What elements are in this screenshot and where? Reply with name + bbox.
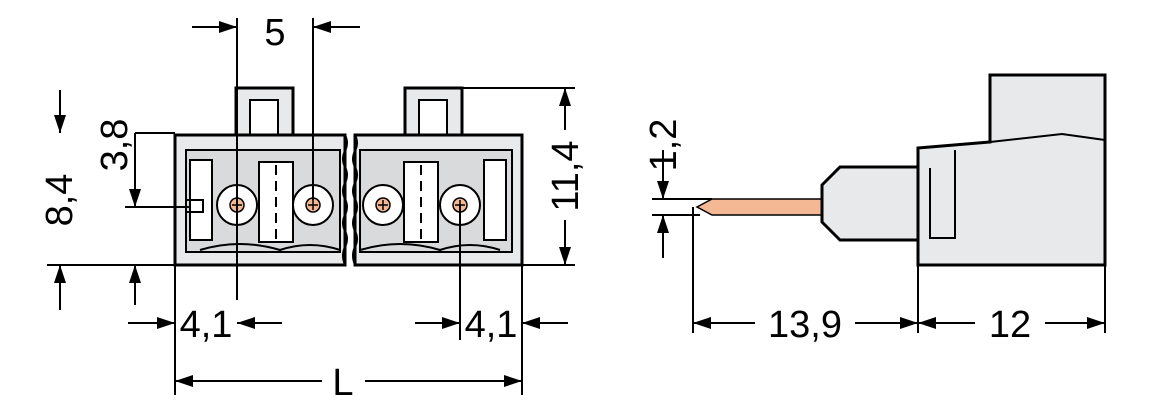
dim-3-8: 3,8	[94, 119, 136, 172]
dim-pin-thickness: 1,2	[643, 119, 685, 172]
dim-length: L	[332, 362, 353, 404]
break-line-left	[342, 134, 348, 266]
side-view	[695, 73, 1107, 267]
left-tab-slot	[249, 99, 279, 139]
side-dimensions: 1,2 13,9 12	[643, 119, 1106, 346]
side-housing	[916, 73, 1107, 267]
latch-notch	[186, 199, 204, 213]
solder-pin	[695, 198, 831, 216]
dim-11-4: 11,4	[545, 140, 587, 211]
dim-pitch: 5	[264, 12, 285, 54]
dim-pin-length: 13,9	[768, 304, 842, 346]
right-separator	[403, 161, 439, 243]
dim-body-depth: 12	[989, 304, 1031, 346]
pitch-arrow-left	[219, 21, 237, 33]
housing-step	[989, 132, 1106, 143]
dim-offset-left: 4,1	[180, 304, 233, 346]
right-tab-slot	[418, 99, 448, 139]
right-latch	[483, 159, 507, 241]
dim-offset-right: 4,1	[465, 304, 518, 346]
front-dimensions: 5 8,4 3,8 11,4 4,1	[39, 12, 587, 404]
front-view	[173, 86, 524, 267]
housing-detail	[929, 150, 956, 239]
pitch-arrow-right	[313, 21, 331, 33]
right-bottom-curve	[359, 243, 501, 252]
pin-nose	[820, 165, 922, 242]
left-bottom-curve	[199, 243, 341, 252]
break-line-right	[352, 134, 358, 266]
dim-8-4: 8,4	[39, 174, 81, 227]
